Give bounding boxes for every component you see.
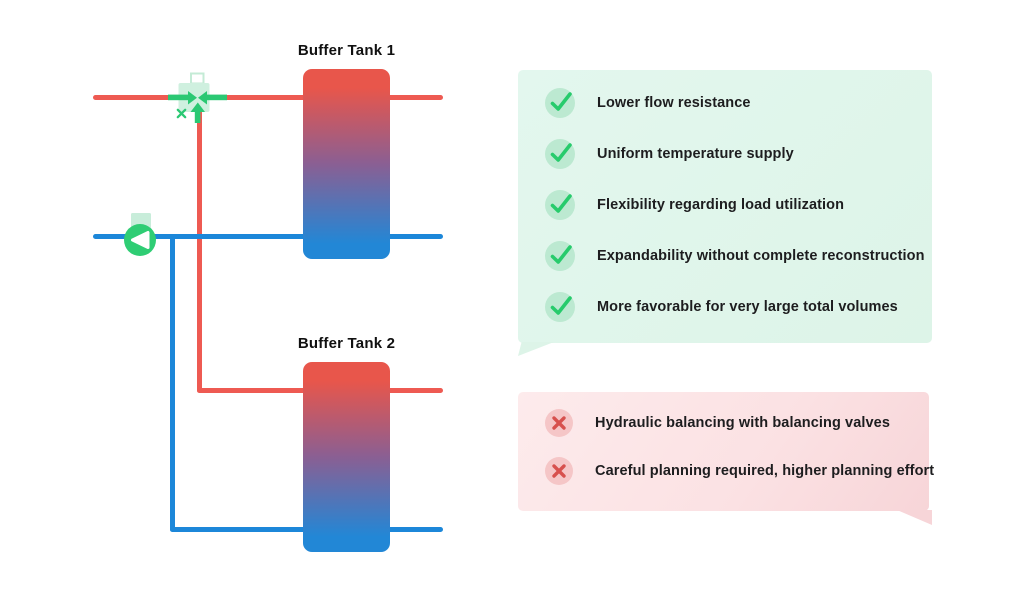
supply-pipe-top (93, 95, 443, 100)
cross-icon (545, 409, 573, 437)
advantage-text: More favorable for very large total volu… (597, 299, 898, 315)
buffer-tank-1-label: Buffer Tank 1 (297, 42, 396, 59)
buffer-tank-1 (303, 69, 390, 259)
check-icon (545, 241, 575, 271)
list-item: Careful planning required, higher planni… (545, 457, 934, 485)
list-item: Lower flow resistance (545, 88, 912, 118)
disadvantages-panel: Hydraulic balancing with balancing valve… (518, 392, 934, 511)
buffer-tank-2 (303, 362, 390, 552)
check-icon (545, 88, 575, 118)
check-icon (545, 190, 575, 220)
buffer-tank-2-label: Buffer Tank 2 (297, 335, 396, 352)
advantages-bubble-tail (518, 342, 554, 356)
list-item: Hydraulic balancing with balancing valve… (545, 409, 909, 437)
disadvantages-bubble-tail (897, 510, 932, 525)
mixing-valve-icon (168, 72, 227, 123)
check-icon (545, 292, 575, 322)
supply-pipe-riser (197, 104, 202, 393)
advantage-text: Flexibility regarding load utilization (597, 197, 845, 213)
disadvantage-text: Careful planning required, higher planni… (595, 463, 935, 479)
list-item: Expandability without complete reconstru… (545, 241, 924, 271)
list-item: Flexibility regarding load utilization (545, 190, 912, 220)
check-icon (545, 139, 575, 169)
disadvantage-text: Hydraulic balancing with balancing valve… (595, 415, 890, 431)
return-pipe-top (93, 234, 443, 239)
list-item: More favorable for very large total volu… (545, 292, 912, 322)
pump-icon (124, 213, 156, 256)
return-pipe-riser (170, 236, 175, 532)
cross-icon (545, 457, 573, 485)
advantage-text: Expandability without complete reconstru… (597, 248, 925, 264)
advantage-text: Uniform temperature supply (597, 146, 794, 162)
list-item: Uniform temperature supply (545, 139, 912, 169)
advantages-panel: Lower flow resistance Uniform temperatur… (518, 70, 932, 343)
advantage-text: Lower flow resistance (597, 95, 751, 111)
